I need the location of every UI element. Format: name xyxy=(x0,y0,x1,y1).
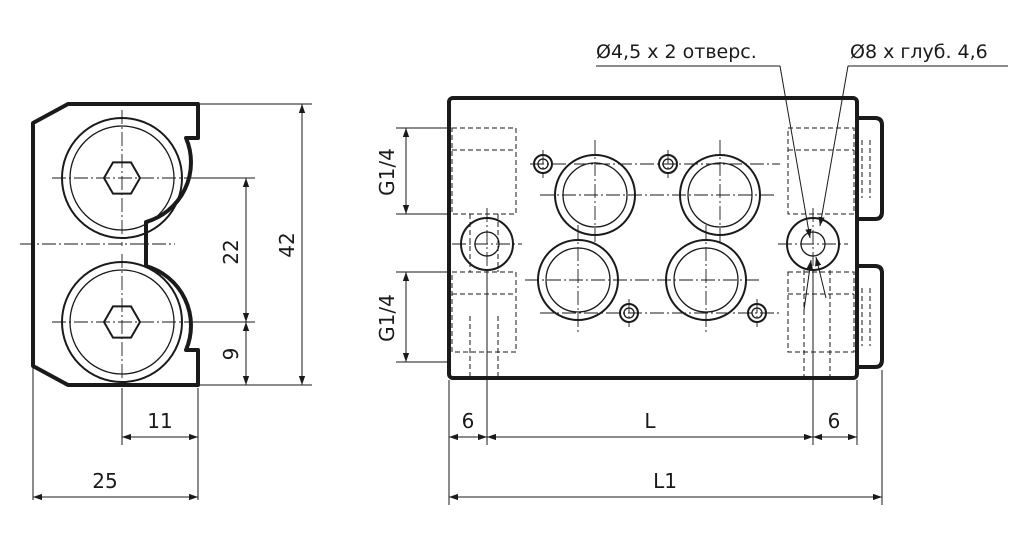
right-fitting-upper xyxy=(857,116,884,221)
dim-label-L: L xyxy=(644,409,656,433)
front-view: G1/4 G1/4 6 L 6 L1 Ø4,5 x 2 отверс. Ø8 x… xyxy=(375,41,1008,505)
left-port-upper-hidden xyxy=(451,127,517,215)
dim-label-25: 25 xyxy=(92,469,117,493)
side-view: 42 22 9 11 25 xyxy=(20,102,312,501)
dim-label-L1: L1 xyxy=(653,469,677,493)
leader-holes xyxy=(779,65,812,239)
leader-counterbore xyxy=(818,65,849,227)
front-view-body xyxy=(447,96,859,380)
dim-label-11: 11 xyxy=(147,409,172,433)
dim-label-22: 22 xyxy=(219,239,243,264)
port-label-upper: G1/4 xyxy=(375,148,399,196)
right-fitting-lower xyxy=(857,264,884,369)
dim-label-42: 42 xyxy=(275,232,299,257)
dim-label-9: 9 xyxy=(219,348,243,361)
right-port-upper-hidden xyxy=(787,127,855,215)
port-label-lower: G1/4 xyxy=(375,294,399,342)
right-port-lower-hidden xyxy=(787,271,855,353)
note-holes: Ø4,5 x 2 отверс. xyxy=(596,41,757,63)
left-port-lower-hidden xyxy=(451,271,517,353)
dim-label-right-6: 6 xyxy=(828,409,841,433)
note-counterbore: Ø8 x глуб. 4,6 xyxy=(850,41,988,63)
dim-label-left-6: 6 xyxy=(462,409,475,433)
